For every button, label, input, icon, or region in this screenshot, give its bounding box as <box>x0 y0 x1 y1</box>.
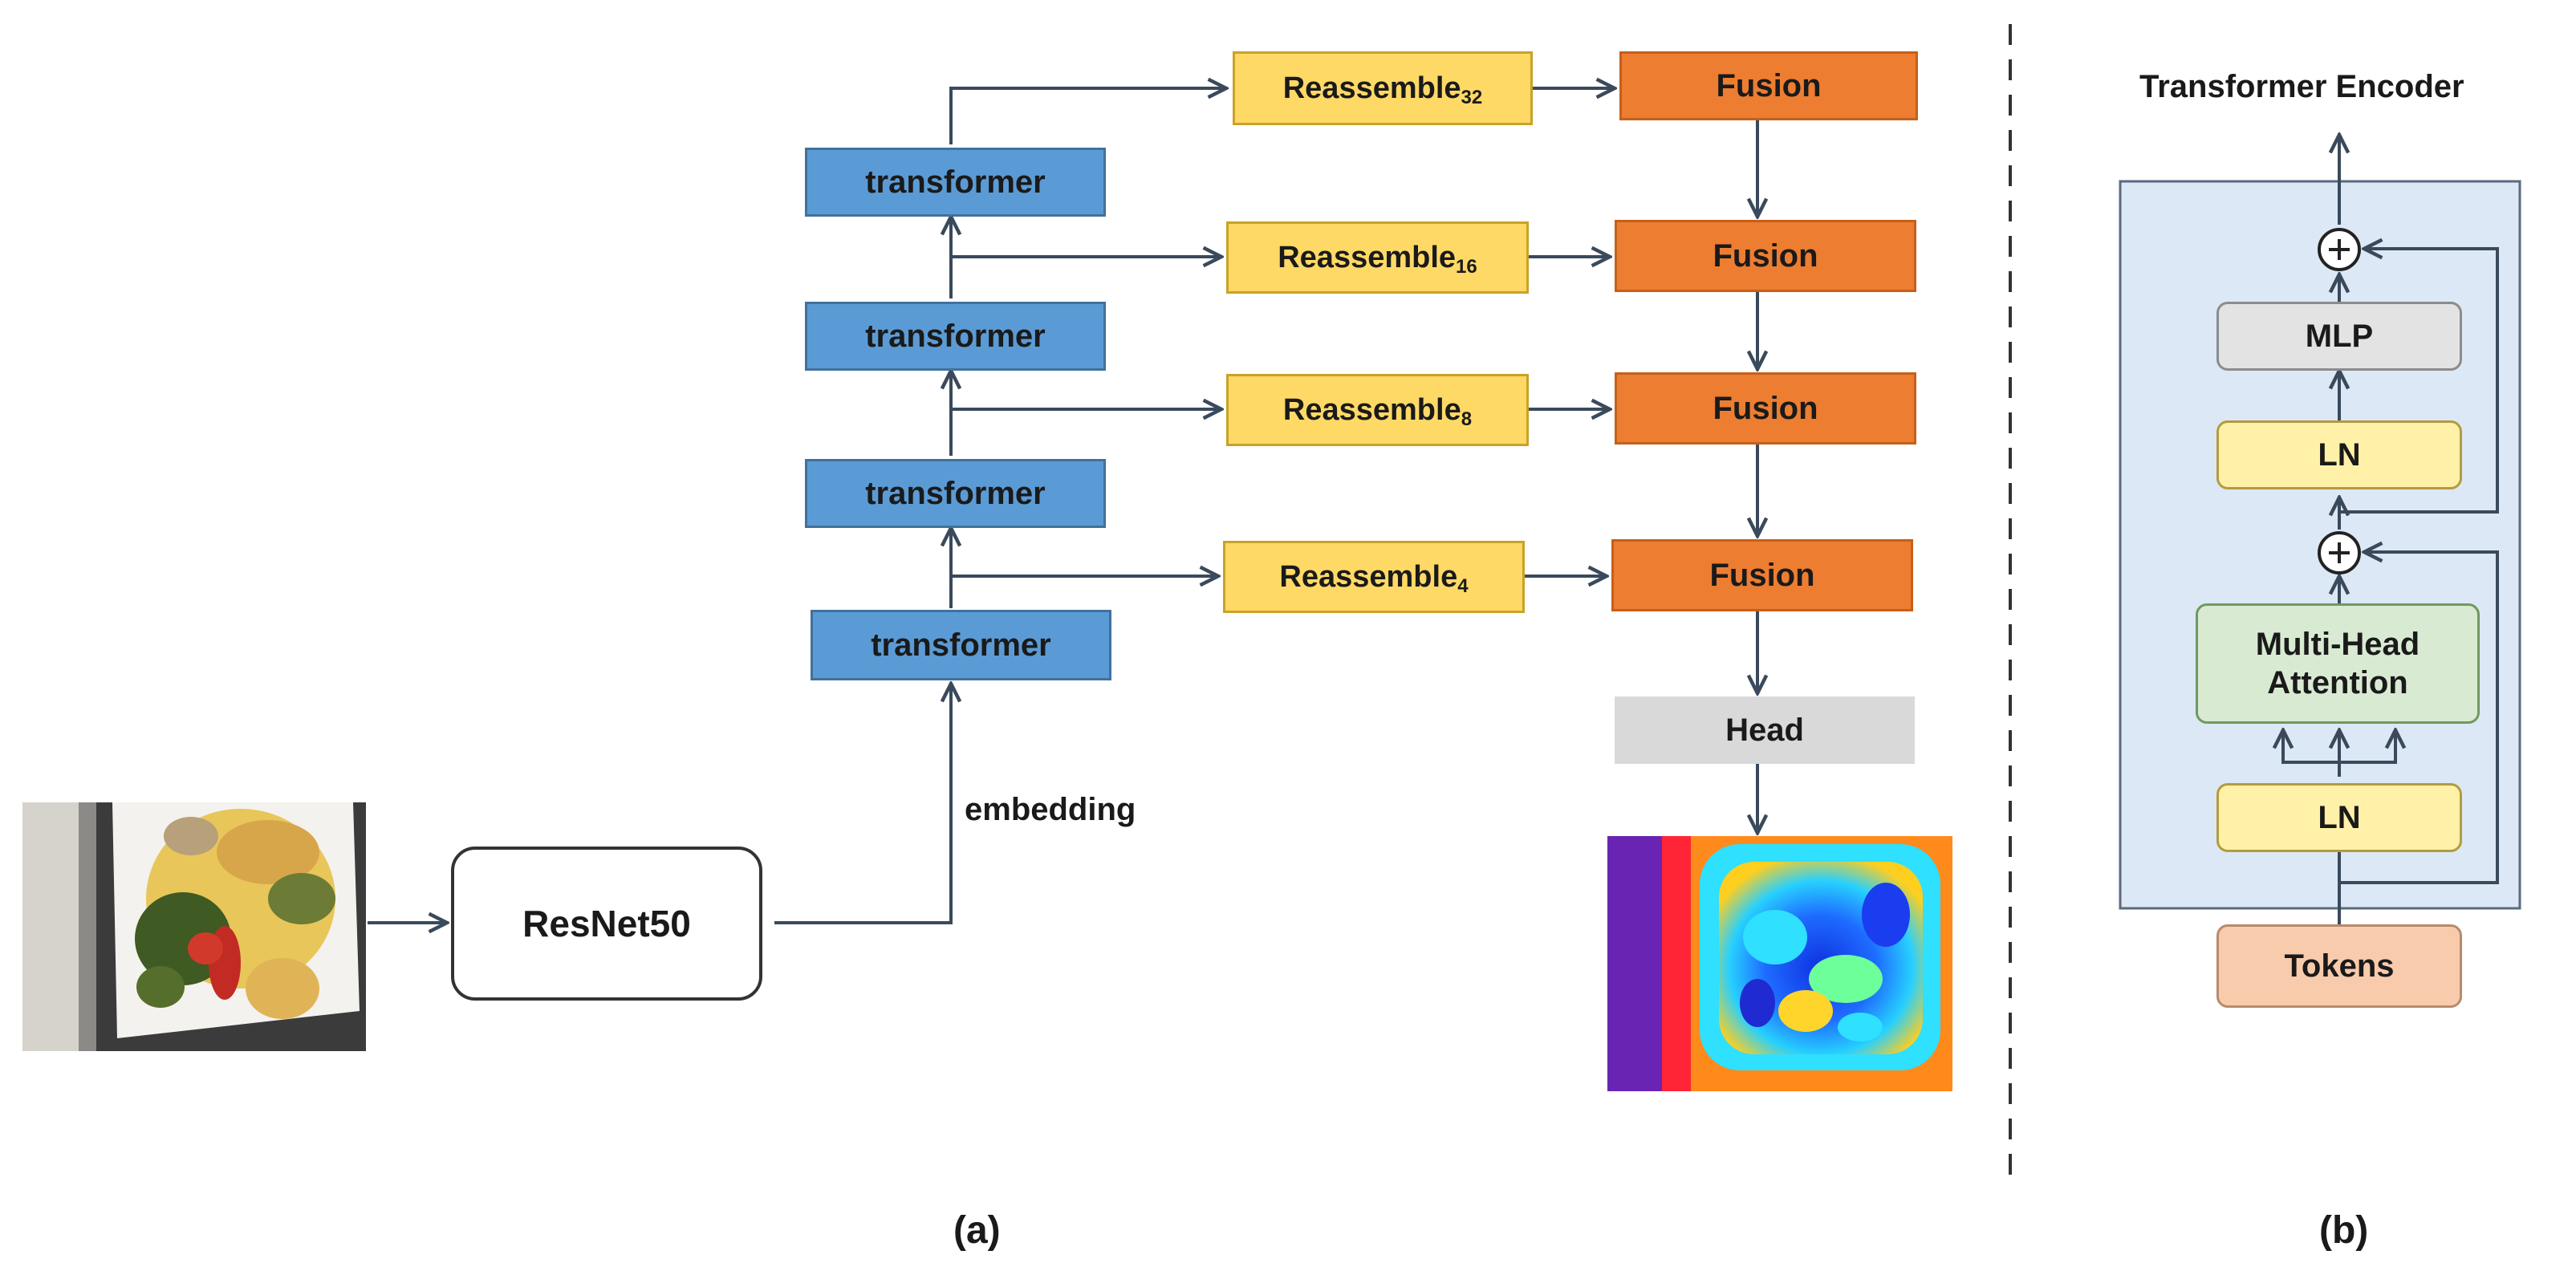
reassemble-8-label: Reassemble <box>1282 392 1461 427</box>
layer-norm-top: LN <box>2216 420 2462 489</box>
input-food-image <box>22 802 366 1051</box>
reassemble-32-subscript: 32 <box>1461 87 1483 108</box>
resnet50-backbone: ResNet50 <box>451 847 762 1001</box>
add-icon-bottom <box>2318 531 2361 575</box>
caption-b: (b) <box>2319 1209 2369 1252</box>
output-depth-heatmap <box>1607 836 1952 1091</box>
reassemble-16-subscript: 16 <box>1456 256 1477 278</box>
encoder-title: Transformer Encoder <box>2139 69 2464 104</box>
fusion-block-1: Fusion <box>1619 51 1918 120</box>
residual-path-1 <box>2339 552 2499 884</box>
arrow-ln-to-attention-left <box>2283 730 2339 764</box>
reassemble-16-label: Reassemble <box>1278 240 1457 274</box>
reassemble-8-subscript: 8 <box>1461 408 1473 430</box>
transformer-block-2: transformer <box>805 459 1106 528</box>
caption-a: (a) <box>953 1209 1001 1252</box>
residual-path-2 <box>2339 249 2499 514</box>
fusion-block-4: Fusion <box>1611 539 1913 611</box>
arrow-ln-to-attention-right <box>2339 730 2395 764</box>
fusion-block-3: Fusion <box>1615 372 1916 445</box>
transformer-block-1: transformer <box>811 610 1111 680</box>
layer-norm-bottom: LN <box>2216 783 2462 852</box>
embedding-label: embedding <box>965 792 1136 827</box>
head-block: Head <box>1615 696 1915 764</box>
transformer-block-3: transformer <box>805 302 1106 371</box>
mlp-block: MLP <box>2216 302 2462 371</box>
reassemble-32-label: Reassemble <box>1282 71 1461 105</box>
reassemble-4-subscript: 4 <box>1457 575 1469 597</box>
fusion-block-2: Fusion <box>1615 220 1916 292</box>
arrow-to-reassemble-32 <box>949 88 1226 144</box>
arrow-resnet-to-transformer <box>774 684 951 924</box>
transformer-block-4: transformer <box>805 148 1106 217</box>
tokens-block: Tokens <box>2216 924 2462 1008</box>
add-icon-top <box>2318 228 2361 271</box>
multi-head-attention-block: Multi-Head Attention <box>2196 603 2480 724</box>
reassemble-4-label: Reassemble <box>1279 559 1458 594</box>
